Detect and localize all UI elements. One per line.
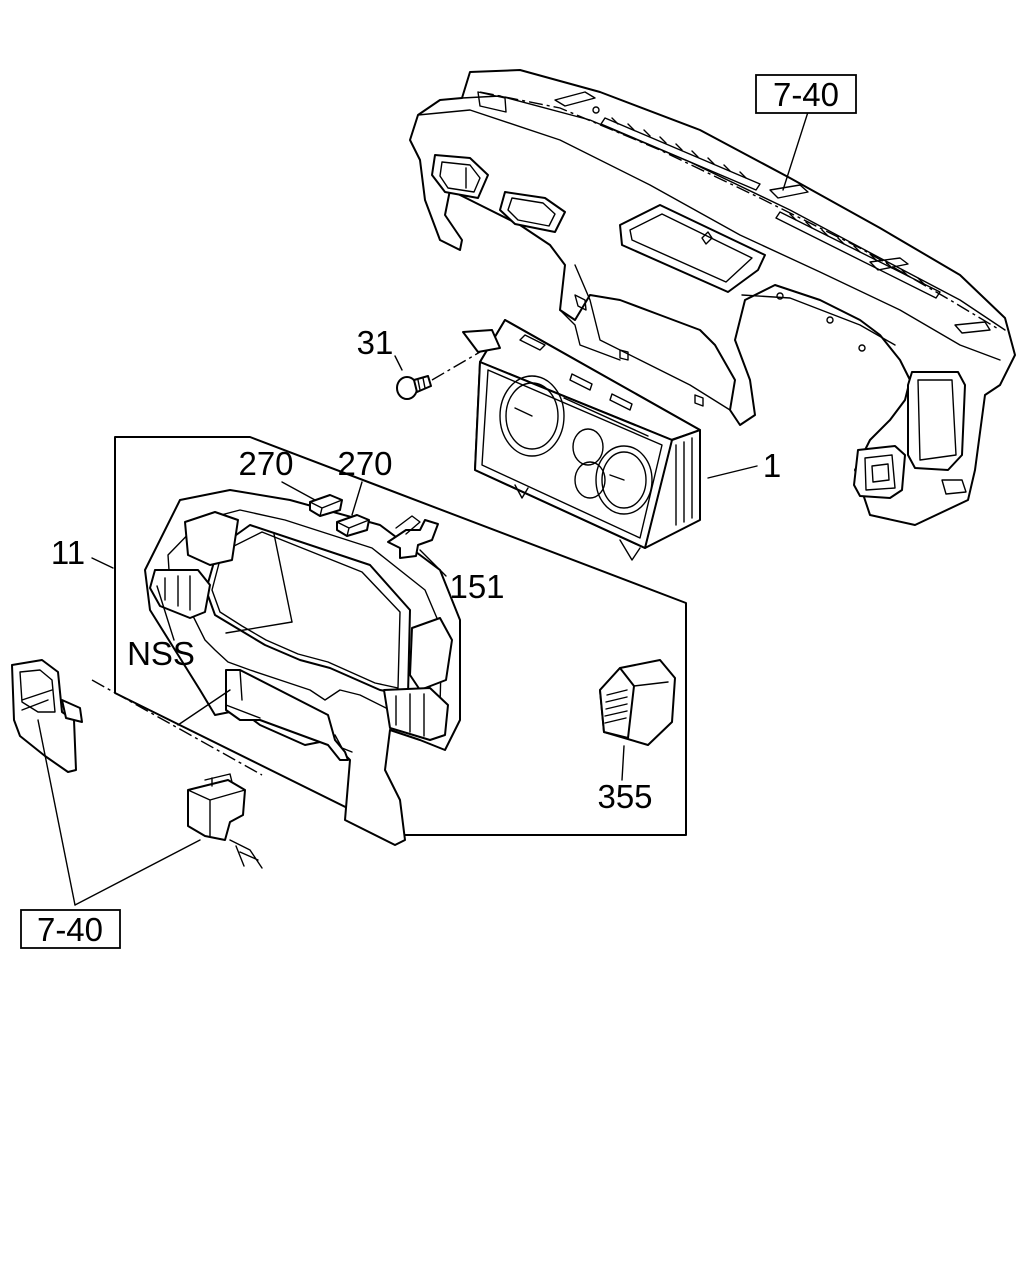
label-part-11: 11: [51, 534, 85, 571]
label-nss: NSS: [127, 635, 195, 672]
ref-label-bottom: 7-40: [37, 911, 103, 948]
instrument-cluster: [462, 319, 701, 561]
clip-270-b: [336, 514, 370, 537]
air-vent: [599, 659, 676, 746]
label-part-270-a: 270: [238, 445, 293, 482]
label-part-31: 31: [357, 324, 394, 361]
cluster-bezel: [144, 489, 461, 846]
label-part-151: 151: [449, 568, 504, 605]
ref-box-bottom: 7-40: [20, 909, 121, 949]
screw: [396, 351, 481, 400]
clip-270-a: [309, 494, 343, 517]
dashboard-panel: [409, 69, 1016, 526]
label-part-355: 355: [597, 778, 652, 815]
bracket-151: [387, 515, 439, 559]
ref-label-top: 7-40: [773, 76, 839, 113]
label-part-270-b: 270: [337, 445, 392, 482]
label-part-1: 1: [763, 447, 781, 484]
ref-box-top: 7-40: [755, 74, 857, 114]
switch-panel: [11, 659, 263, 776]
leader-lines: [37, 111, 809, 906]
connector: [187, 773, 263, 869]
